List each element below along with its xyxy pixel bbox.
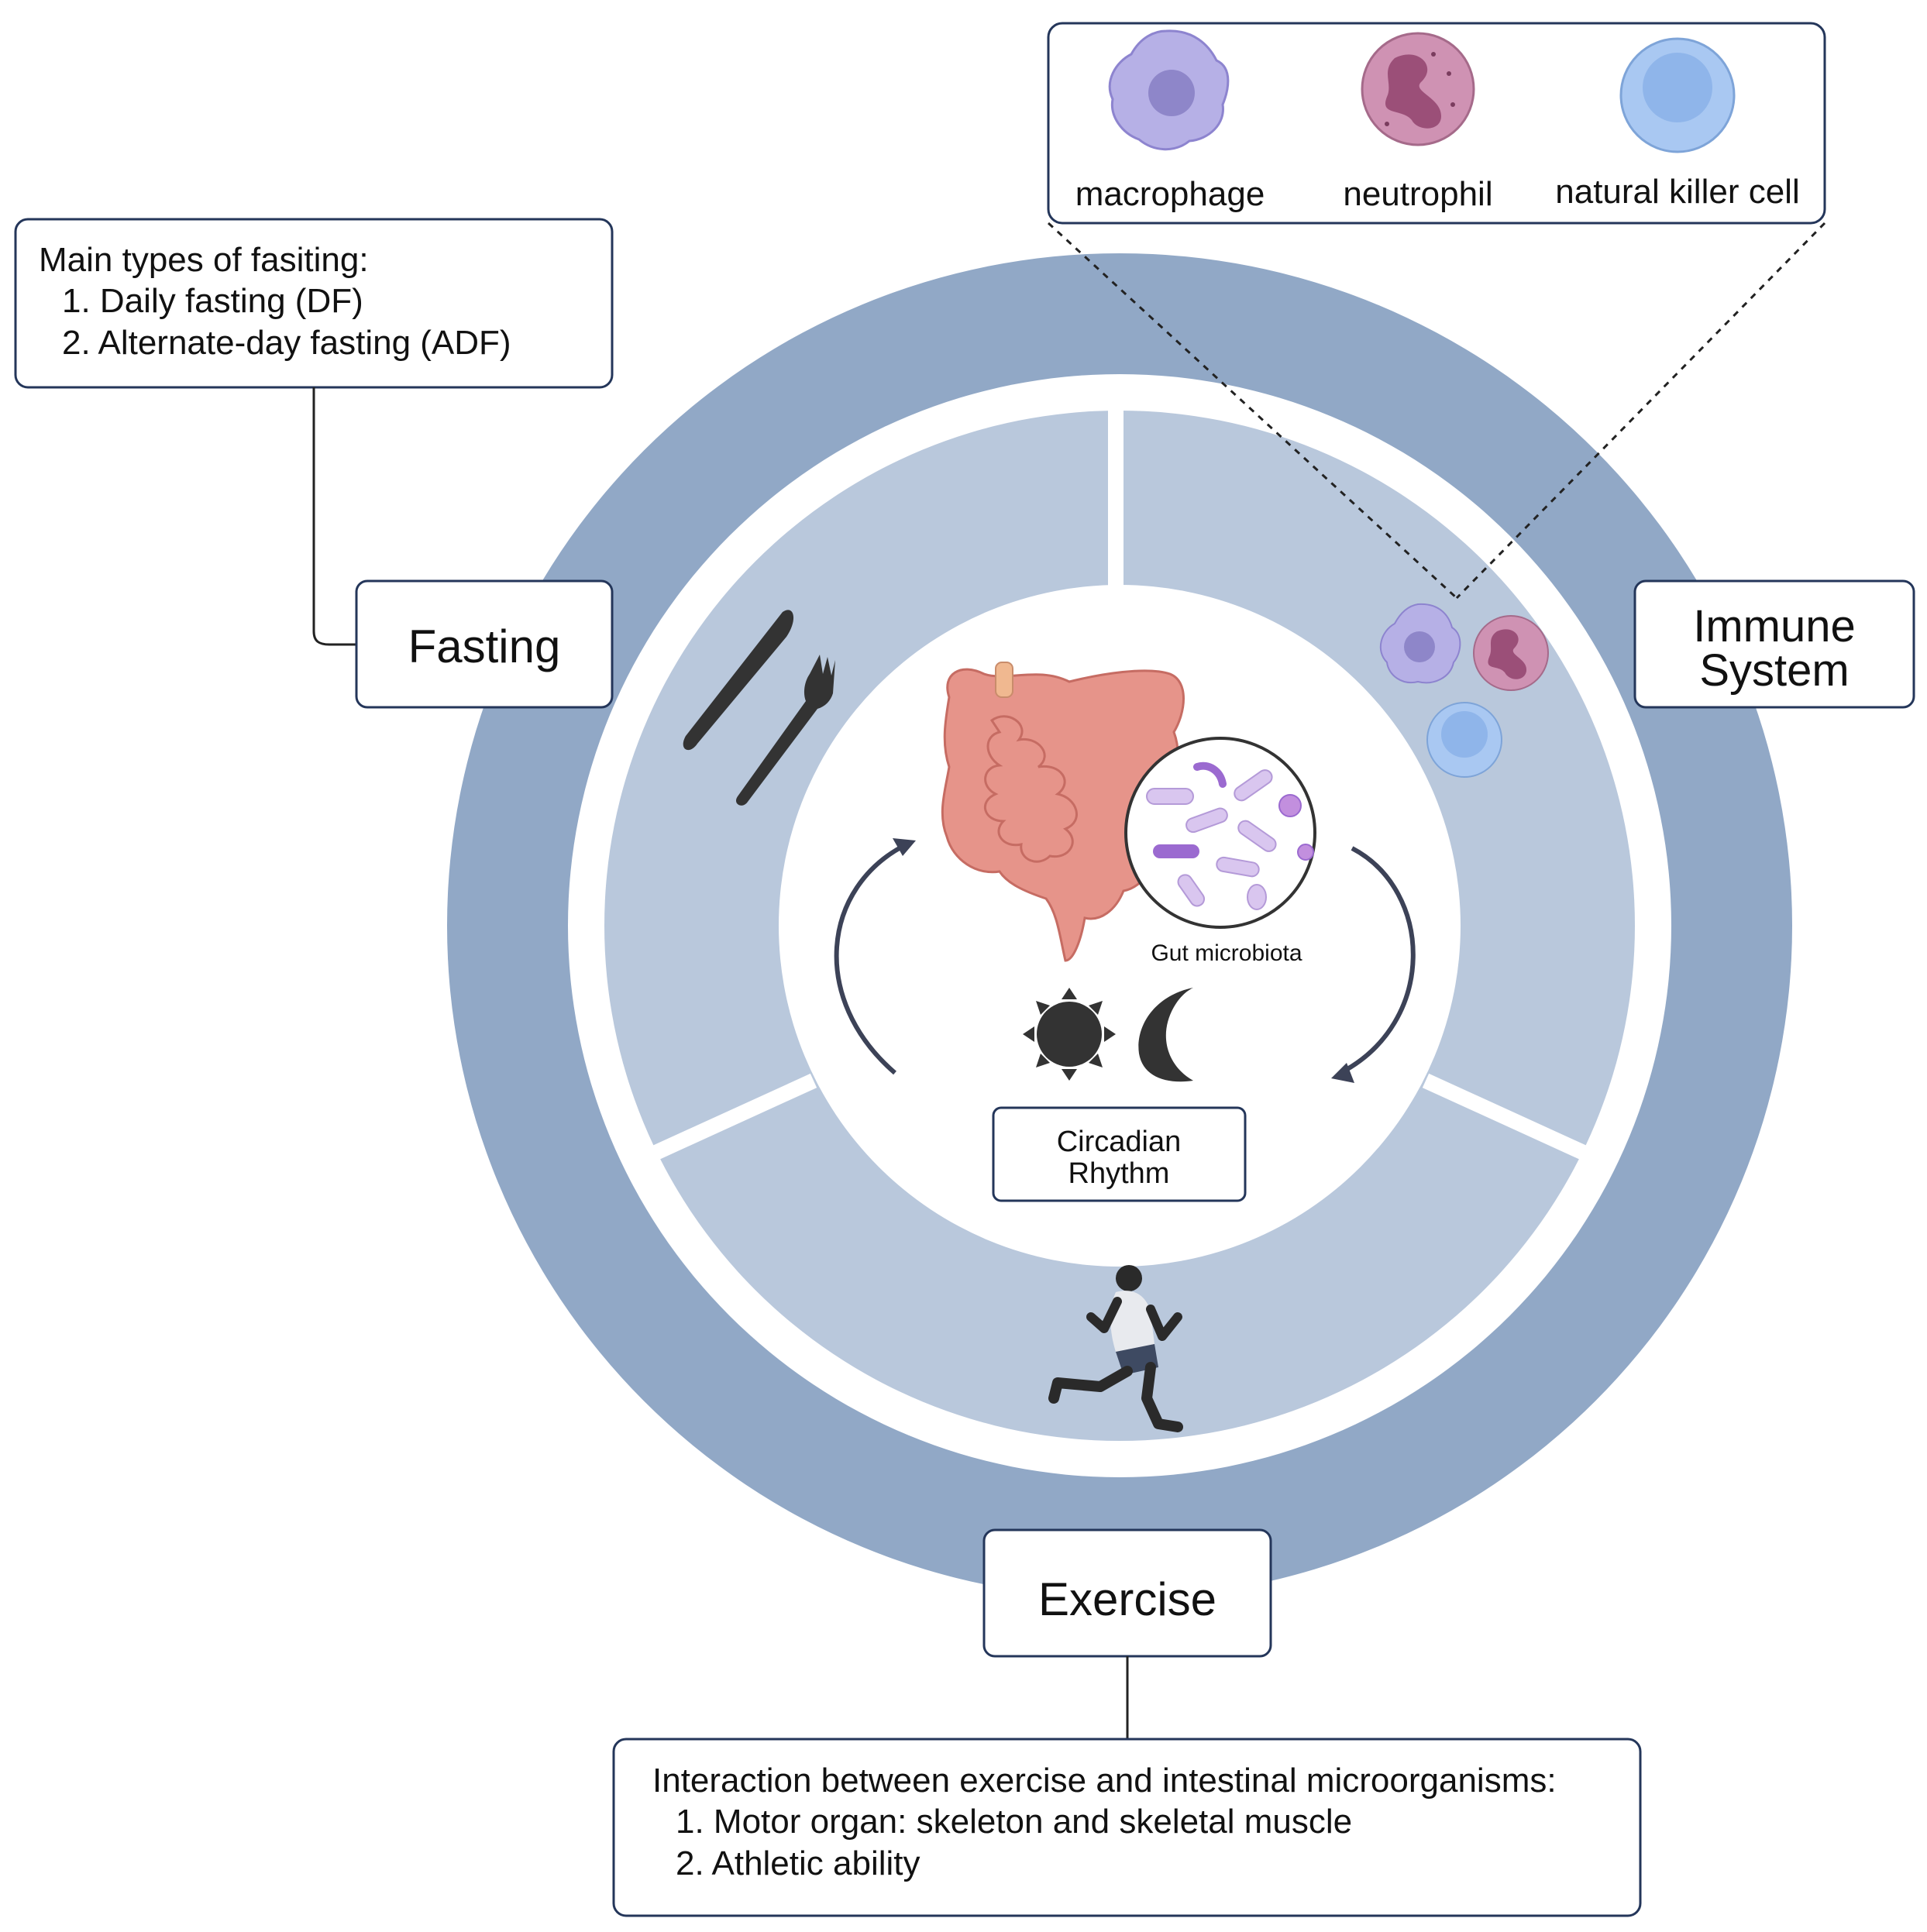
exercise-interaction-panel: Interaction between exercise and intesti…: [612, 1738, 1642, 1917]
rings: [447, 253, 1792, 1598]
macrophage-icon: [1108, 29, 1230, 151]
sector-divider-left: [631, 1073, 817, 1170]
neutrophil-icon: [1473, 615, 1549, 691]
immune-cells-panel: macrophage neutrophil natural killer cel…: [1047, 22, 1826, 225]
fasting-label: Fasting: [408, 621, 561, 672]
exercise-label: Exercise: [1038, 1573, 1216, 1625]
cell-label-natural-killer-cell: natural killer cell: [1555, 173, 1799, 211]
natural-killer-cell-icon: [1619, 37, 1736, 153]
runner-icon: [1048, 1265, 1183, 1432]
cell-label-neutrophil: neutrophil: [1343, 175, 1492, 213]
sector-divider-right: [1422, 1073, 1608, 1170]
neutrophil-icon: [1361, 32, 1475, 146]
fasting-type-1: 1. Daily fasting (DF): [62, 282, 363, 320]
exercise-interaction-item-1: 1. Motor organ: skeleton and skeletal mu…: [676, 1803, 1352, 1841]
immune-system-label-line2: System: [1699, 645, 1849, 696]
zoom-lines: [1047, 222, 1826, 600]
fasting-label-box: Fasting: [355, 579, 614, 709]
bacteria-icon: [1124, 737, 1316, 929]
circadian-rhythm-label-line1: Circadian: [1057, 1126, 1182, 1158]
exercise-interaction-box: [612, 1738, 1642, 1917]
intestine-icon: [941, 662, 1185, 962]
gut-microbiota-label: Gut microbiota: [1151, 940, 1302, 966]
immune-system-label-line1: Immune: [1693, 601, 1856, 651]
cycle-arrow-right: [1331, 846, 1416, 1083]
exercise-interaction-item-2: 2. Athletic ability: [676, 1844, 920, 1882]
exercise-interaction-heading: Interaction between exercise and intesti…: [652, 1762, 1557, 1800]
macrophage-icon: [1379, 603, 1461, 684]
fasting-connector: [312, 387, 356, 646]
center-content: Gut microbiota Circad: [834, 662, 1416, 1202]
ring-immune-cells: [1379, 603, 1549, 778]
natural-killer-cell-icon: [1426, 702, 1502, 778]
exercise-label-box: Exercise: [982, 1528, 1272, 1658]
moon-icon: [1138, 988, 1193, 1082]
sun-icon: [1023, 988, 1116, 1081]
knife-fork-icon: [683, 610, 835, 806]
circadian-rhythm-label-line2: Rhythm: [1068, 1157, 1170, 1190]
immune-system-label-box: Immune System: [1633, 579, 1915, 709]
cycle-arrow-left: [834, 838, 916, 1075]
fasting-type-2: 2. Alternate-day fasting (ADF): [62, 324, 511, 362]
circadian-rhythm-box: Circadian Rhythm: [992, 1106, 1247, 1202]
fasting-types-heading: Main types of fasiting:: [39, 241, 369, 279]
cell-label-macrophage: macrophage: [1075, 175, 1265, 213]
fasting-types-panel: Main types of fasiting: 1. Daily fasting…: [14, 218, 614, 389]
